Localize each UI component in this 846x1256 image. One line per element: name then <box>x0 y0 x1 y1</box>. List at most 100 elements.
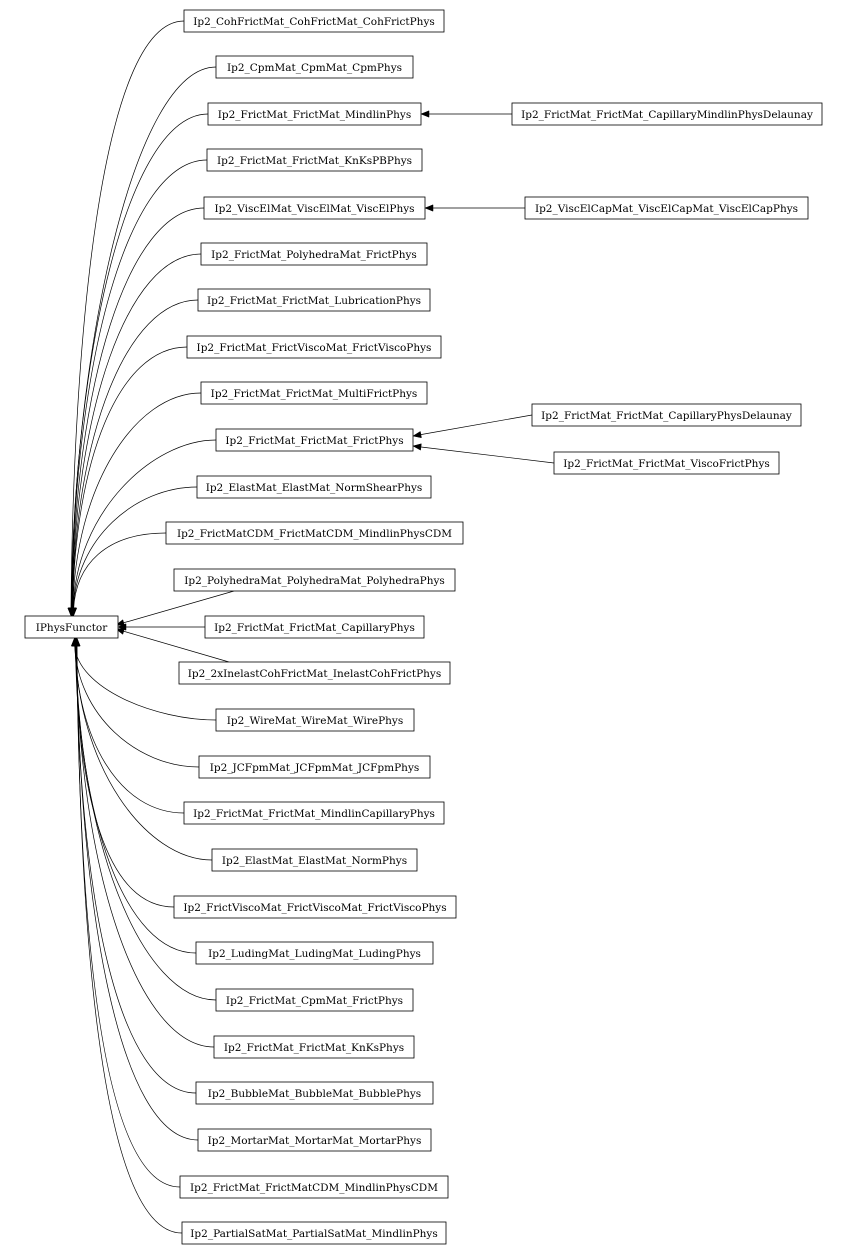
node-c25-label: Ip2_MortarMat_MortarMat_MortarPhys <box>208 1135 422 1147</box>
arrowhead-c12 <box>69 607 78 617</box>
node-g2-box <box>524 196 809 220</box>
node-c7-label: Ip2_FrictMat_FrictMat_LubricationPhys <box>207 295 421 307</box>
edges-layer <box>67 20 555 1234</box>
node-c12-label: Ip2_FrictMatCDM_FrictMatCDM_MindlinPhysC… <box>177 528 452 540</box>
node-c26[interactable]: Ip2_FrictMat_FrictMatCDM_MindlinPhysCDM <box>179 1175 449 1199</box>
node-c3-box <box>207 102 422 126</box>
edge-c8-to-root <box>72 346 188 611</box>
node-c27-box <box>181 1221 447 1245</box>
node-c22[interactable]: Ip2_FrictMat_CpmMat_FrictPhys <box>215 988 414 1012</box>
node-c24[interactable]: Ip2_BubbleMat_BubbleMat_BubblePhys <box>195 1081 434 1105</box>
node-c18-box <box>183 801 445 825</box>
node-c11-label: Ip2_ElastMat_ElastMat_NormShearPhys <box>206 482 423 494</box>
node-iphysfunctor[interactable]: IPhysFunctor <box>24 615 119 639</box>
node-g2-label: Ip2_ViscElCapMat_ViscElCapMat_ViscElCapP… <box>535 203 798 215</box>
edge-g3-to-c10 <box>419 414 533 436</box>
node-c1[interactable]: Ip2_CohFrictMat_CohFrictMat_CohFrictPhys <box>183 9 445 33</box>
node-c8-box <box>186 335 442 359</box>
node-c9-label: Ip2_FrictMat_FrictMat_MultiFrictPhys <box>211 388 418 400</box>
node-c21[interactable]: Ip2_LudingMat_LudingMat_LudingPhys <box>195 941 434 965</box>
edge-c12-to-root <box>73 532 167 611</box>
node-g4[interactable]: Ip2_FrictMat_FrictMat_ViscoFrictPhys <box>553 451 780 475</box>
node-c11[interactable]: Ip2_ElastMat_ElastMat_NormShearPhys <box>196 475 432 499</box>
node-c17[interactable]: Ip2_JCFpmMat_JCFpmMat_JCFpmPhys <box>198 755 431 779</box>
node-c26-box <box>179 1175 449 1199</box>
node-c27-label: Ip2_PartialSatMat_PartialSatMat_MindlinP… <box>190 1228 437 1240</box>
node-c16[interactable]: Ip2_WireMat_WireMat_WirePhys <box>215 708 415 732</box>
node-g4-box <box>553 451 780 475</box>
nodes-layer: IPhysFunctor Ip2_CohFrictMat_CohFrictMat_… <box>24 9 823 1245</box>
node-c2-label: Ip2_CpmMat_CpmMat_CpmPhys <box>227 62 402 74</box>
node-c6-box <box>200 242 428 266</box>
node-c25[interactable]: Ip2_MortarMat_MortarMat_MortarPhys <box>197 1128 432 1152</box>
node-c16-box <box>215 708 415 732</box>
edge-c15-to-root <box>115 628 230 663</box>
node-c9[interactable]: Ip2_FrictMat_FrictMat_MultiFrictPhys <box>200 381 428 405</box>
node-c10[interactable]: Ip2_FrictMat_FrictMat_FrictPhys <box>215 428 414 452</box>
node-g3[interactable]: Ip2_FrictMat_FrictMat_CapillaryPhysDelau… <box>531 403 802 427</box>
edge-c1-to-root <box>70 20 185 611</box>
node-g1[interactable]: Ip2_FrictMat_FrictMat_CapillaryMindlinPh… <box>511 102 823 126</box>
node-g2[interactable]: Ip2_ViscElCapMat_ViscElCapMat_ViscElCapP… <box>524 196 809 220</box>
node-c23[interactable]: Ip2_FrictMat_FrictMat_KnKsPhys <box>213 1035 415 1059</box>
node-c22-box <box>215 988 414 1012</box>
edge-c7-to-root <box>72 299 199 611</box>
node-c18-label: Ip2_FrictMat_FrictMat_MindlinCapillaryPh… <box>193 808 435 820</box>
node-c11-box <box>196 475 432 499</box>
edge-c23-to-root <box>75 643 215 1048</box>
edge-c17-to-root <box>74 643 200 768</box>
node-c20-box <box>173 895 457 919</box>
node-c14-label: Ip2_FrictMat_FrictMat_CapillaryPhys <box>214 622 415 634</box>
node-c4-box <box>206 148 423 172</box>
node-c3[interactable]: Ip2_FrictMat_FrictMat_MindlinPhys <box>207 102 422 126</box>
node-c21-label: Ip2_LudingMat_LudingMat_LudingPhys <box>208 948 421 960</box>
node-c10-label: Ip2_FrictMat_FrictMat_FrictPhys <box>225 435 403 447</box>
node-c5-label: Ip2_ViscElMat_ViscElMat_ViscElPhys <box>214 203 414 215</box>
node-c13[interactable]: Ip2_PolyhedraMat_PolyhedraMat_PolyhedraP… <box>173 568 456 592</box>
node-g1-label: Ip2_FrictMat_FrictMat_CapillaryMindlinPh… <box>521 109 813 121</box>
node-c12[interactable]: Ip2_FrictMatCDM_FrictMatCDM_MindlinPhysC… <box>165 521 464 545</box>
edge-c16-to-root <box>74 643 217 721</box>
node-c1-box <box>183 9 445 33</box>
node-c22-label: Ip2_FrictMat_CpmMat_FrictPhys <box>226 995 403 1007</box>
node-c19[interactable]: Ip2_ElastMat_ElastMat_NormPhys <box>211 848 418 872</box>
node-c26-label: Ip2_FrictMat_FrictMatCDM_MindlinPhysCDM <box>190 1182 438 1194</box>
node-c8[interactable]: Ip2_FrictMat_FrictViscoMat_FrictViscoPhy… <box>186 335 442 359</box>
edge-c26-to-root <box>76 643 181 1188</box>
node-c5[interactable]: Ip2_ViscElMat_ViscElMat_ViscElPhys <box>203 196 426 220</box>
node-c17-box <box>198 755 431 779</box>
node-c10-box <box>215 428 414 452</box>
node-c14[interactable]: Ip2_FrictMat_FrictMat_CapillaryPhys <box>204 615 425 639</box>
edge-c19-to-root <box>74 643 213 861</box>
edge-c4-to-root <box>71 159 208 611</box>
node-c4[interactable]: Ip2_FrictMat_FrictMat_KnKsPBPhys <box>206 148 423 172</box>
node-iphysfunctor-box <box>24 615 119 639</box>
edge-c18-to-root <box>74 643 185 814</box>
node-c27[interactable]: Ip2_PartialSatMat_PartialSatMat_MindlinP… <box>181 1221 447 1245</box>
node-c15[interactable]: Ip2_2xInelastCohFrictMat_InelastCohFrict… <box>178 661 451 685</box>
node-g3-label: Ip2_FrictMat_FrictMat_CapillaryPhysDelau… <box>541 410 792 422</box>
node-c9-box <box>200 381 428 405</box>
node-c20[interactable]: Ip2_FrictViscoMat_FrictViscoMat_FrictVis… <box>173 895 457 919</box>
edge-c6-to-root <box>71 253 202 611</box>
node-g3-box <box>531 403 802 427</box>
edge-c27-to-root <box>76 643 183 1234</box>
node-c15-box <box>178 661 451 685</box>
node-c12-box <box>165 521 464 545</box>
edge-c11-to-root <box>72 486 198 611</box>
node-c1-label: Ip2_CohFrictMat_CohFrictMat_CohFrictPhys <box>193 16 435 28</box>
node-c18[interactable]: Ip2_FrictMat_FrictMat_MindlinCapillaryPh… <box>183 801 445 825</box>
arrowhead-g1 <box>420 110 430 118</box>
node-c7[interactable]: Ip2_FrictMat_FrictMat_LubricationPhys <box>197 288 431 312</box>
edge-c3-to-root <box>71 113 209 611</box>
node-g4-label: Ip2_FrictMat_FrictMat_ViscoFrictPhys <box>563 458 770 470</box>
node-c6-label: Ip2_FrictMat_PolyhedraMat_FrictPhys <box>211 249 417 261</box>
node-c19-label: Ip2_ElastMat_ElastMat_NormPhys <box>222 855 407 867</box>
node-c13-box <box>173 568 456 592</box>
node-c2[interactable]: Ip2_CpmMat_CpmMat_CpmPhys <box>215 55 414 79</box>
edge-c13-to-root <box>115 590 235 626</box>
node-c25-box <box>197 1128 432 1152</box>
node-c6[interactable]: Ip2_FrictMat_PolyhedraMat_FrictPhys <box>200 242 428 266</box>
edge-g4-to-c10 <box>419 446 555 464</box>
